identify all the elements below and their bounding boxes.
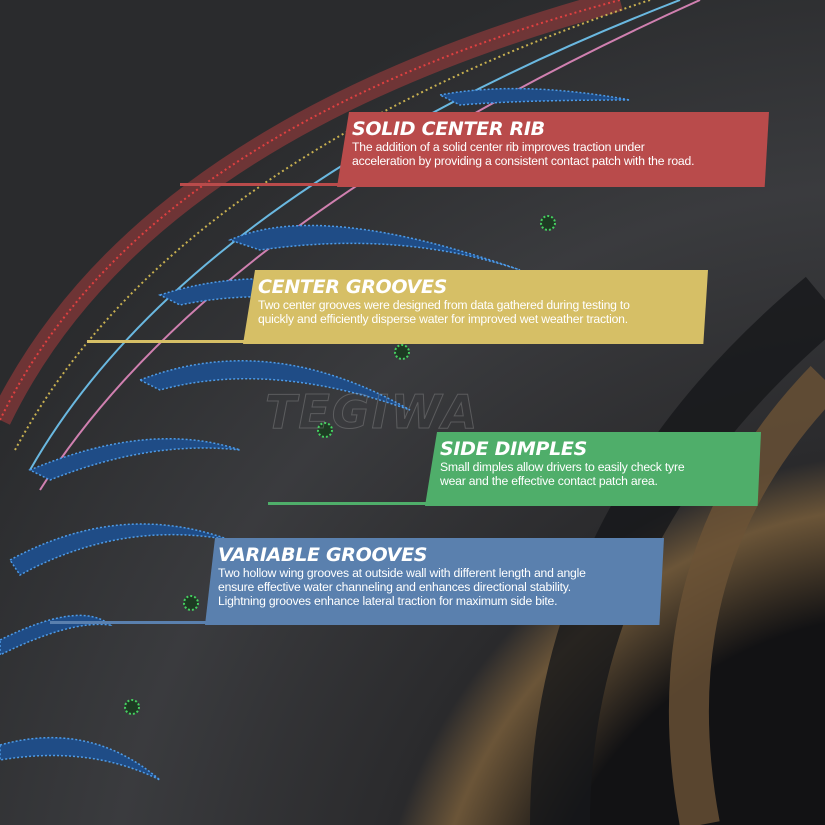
callout-text: Two center grooves were designed from da… [258, 298, 630, 312]
callout-title: SOLID CENTER RIB [352, 118, 545, 140]
callout-solid-center-rib: SOLID CENTER RIB The addition of a solid… [337, 112, 769, 187]
callout-variable-grooves: VARIABLE GROOVES Two hollow wing grooves… [205, 538, 664, 625]
callout-title: CENTER GROOVES [258, 276, 448, 298]
callout-text: Two hollow wing grooves at outside wall … [218, 566, 586, 580]
dimples-leader-line [268, 502, 438, 505]
callout-text: wear and the effective contact patch are… [440, 474, 658, 488]
callout-center-grooves: CENTER GROOVES Two center grooves were d… [243, 270, 708, 344]
callout-text: Lightning grooves enhance lateral tracti… [218, 594, 558, 608]
variable-grooves-leader-line [50, 621, 220, 624]
callout-text: ensure effective water channeling and en… [218, 580, 571, 594]
callout-title: VARIABLE GROOVES [218, 544, 428, 566]
wheel-rim [668, 366, 825, 825]
callout-side-dimples: SIDE DIMPLES Small dimples allow drivers… [425, 432, 761, 506]
callout-title: SIDE DIMPLES [440, 438, 587, 460]
callout-text: Small dimples allow drivers to easily ch… [440, 460, 685, 474]
callout-text: acceleration by providing a consistent c… [352, 154, 695, 168]
dimple-markers [124, 215, 556, 715]
callout-text: quickly and efficiently disperse water f… [258, 312, 628, 326]
groove-highlights [0, 87, 631, 781]
callout-text: The addition of a solid center rib impro… [352, 140, 645, 154]
watermark-logo: TEGIWA [264, 385, 480, 440]
rib-leader-line [180, 183, 350, 186]
grooves-leader-line [87, 340, 257, 343]
